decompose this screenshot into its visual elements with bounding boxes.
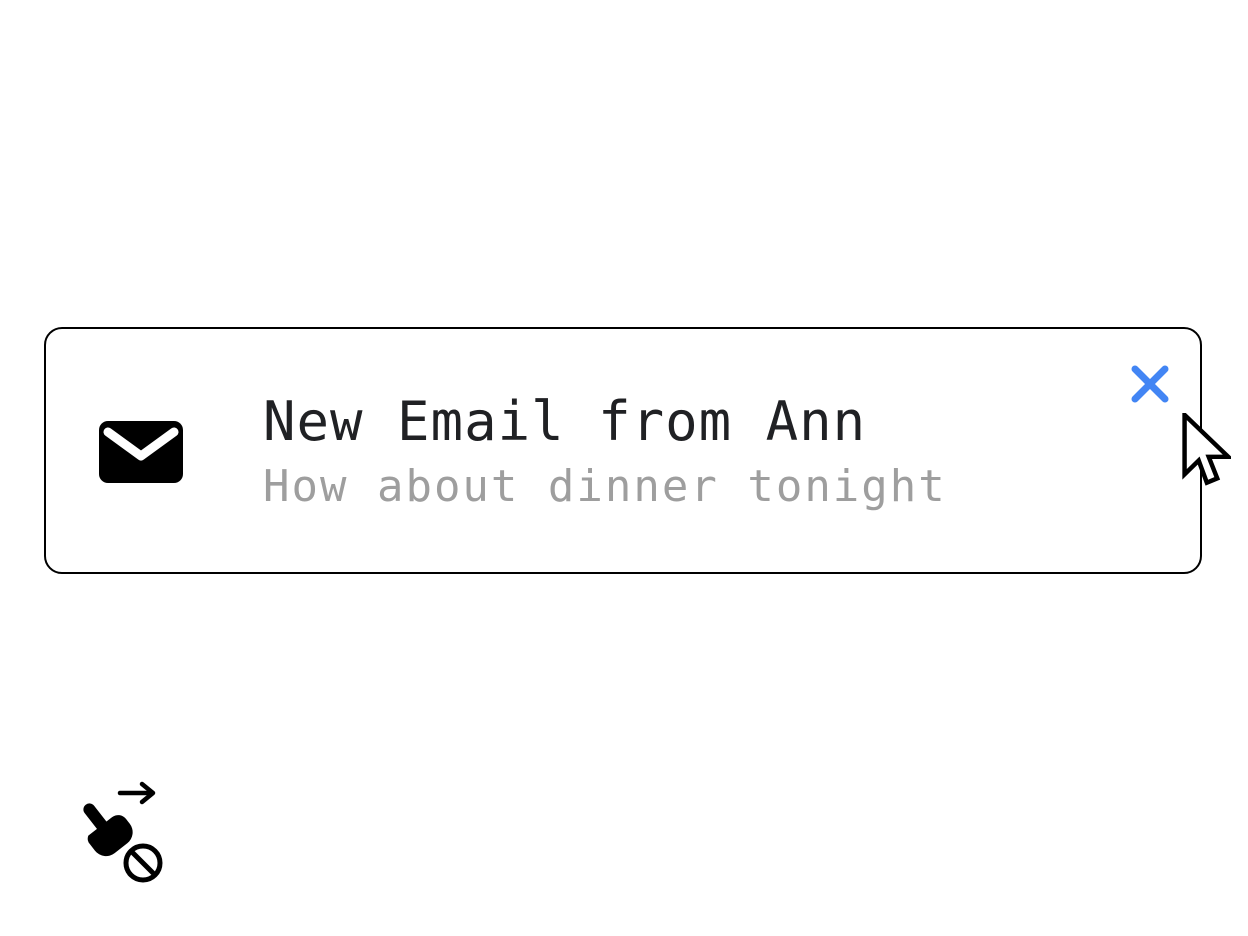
swipe-disabled-icon [80,778,176,886]
notification-card [44,327,1202,574]
close-icon[interactable] [1127,361,1173,407]
notification-title: New Email from Ann [263,390,867,453]
email-icon [99,421,183,483]
notification-subtitle: How about dinner tonight [263,461,947,512]
